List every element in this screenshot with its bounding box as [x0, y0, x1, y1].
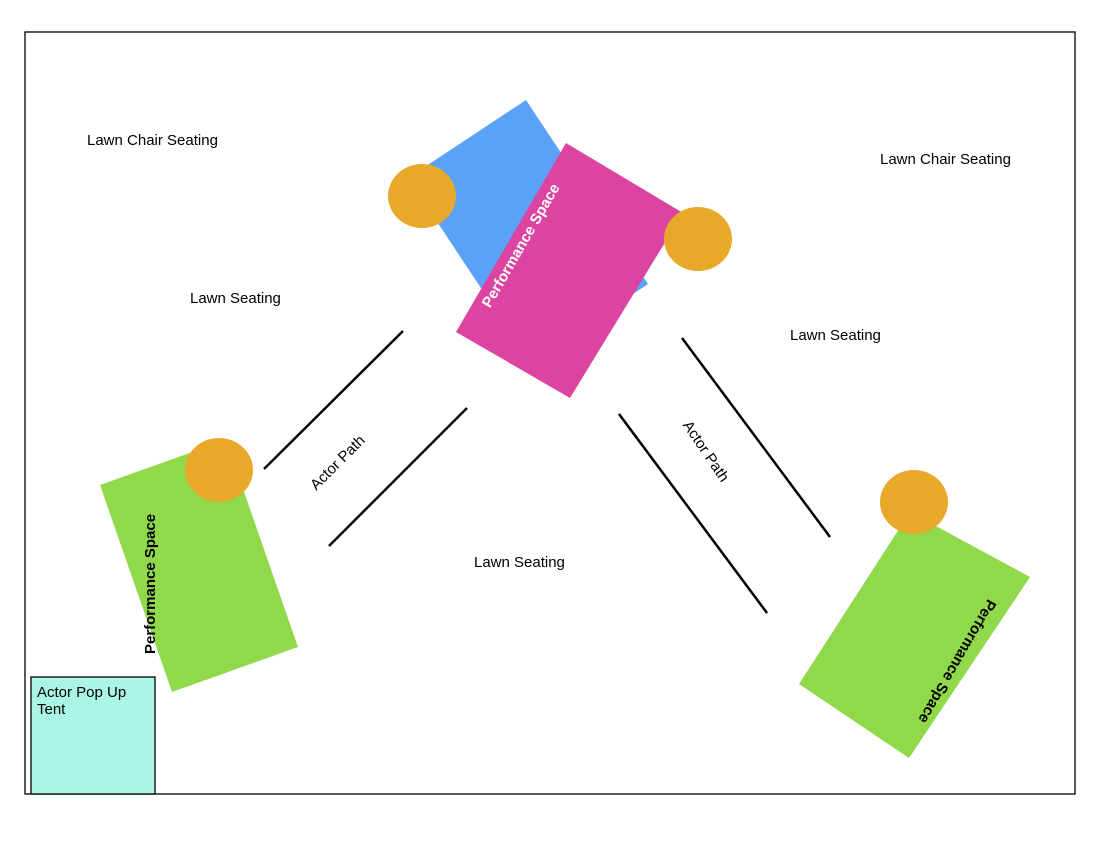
lawn-seating-right-label: Lawn Seating: [790, 327, 881, 344]
actor-path-right-line-upper: [680, 337, 832, 538]
actor-path-left-line-lower: [328, 407, 468, 547]
actor-path-right-label: Actor Path: [679, 418, 732, 486]
actor-path-right-line-lower: [617, 413, 769, 614]
orange-marker-left: [185, 438, 253, 502]
site-boundary: [24, 31, 1076, 795]
green-performance-space-right: [799, 512, 1030, 758]
performance-space-left-label: Performance Space: [142, 514, 159, 654]
actor-path-left-label: Actor Path: [307, 432, 369, 494]
actor-pop-up-tent: [30, 676, 156, 795]
lawn-seating-bottom-label: Lawn Seating: [474, 554, 565, 571]
actor-path-left-line-upper: [263, 330, 404, 470]
orange-marker-right: [880, 470, 948, 534]
lawn-chair-seating-left-label: Lawn Chair Seating: [87, 132, 218, 149]
lawn-seating-left-label: Lawn Seating: [190, 290, 281, 307]
orange-marker-top-right: [664, 207, 732, 271]
actor-tent-label: Actor Pop Up Tent: [37, 684, 127, 718]
lawn-chair-seating-right-label: Lawn Chair Seating: [880, 151, 1011, 168]
green-performance-space-left: [100, 440, 298, 692]
magenta-performance-space: [456, 143, 683, 398]
orange-marker-top-left: [388, 164, 456, 228]
